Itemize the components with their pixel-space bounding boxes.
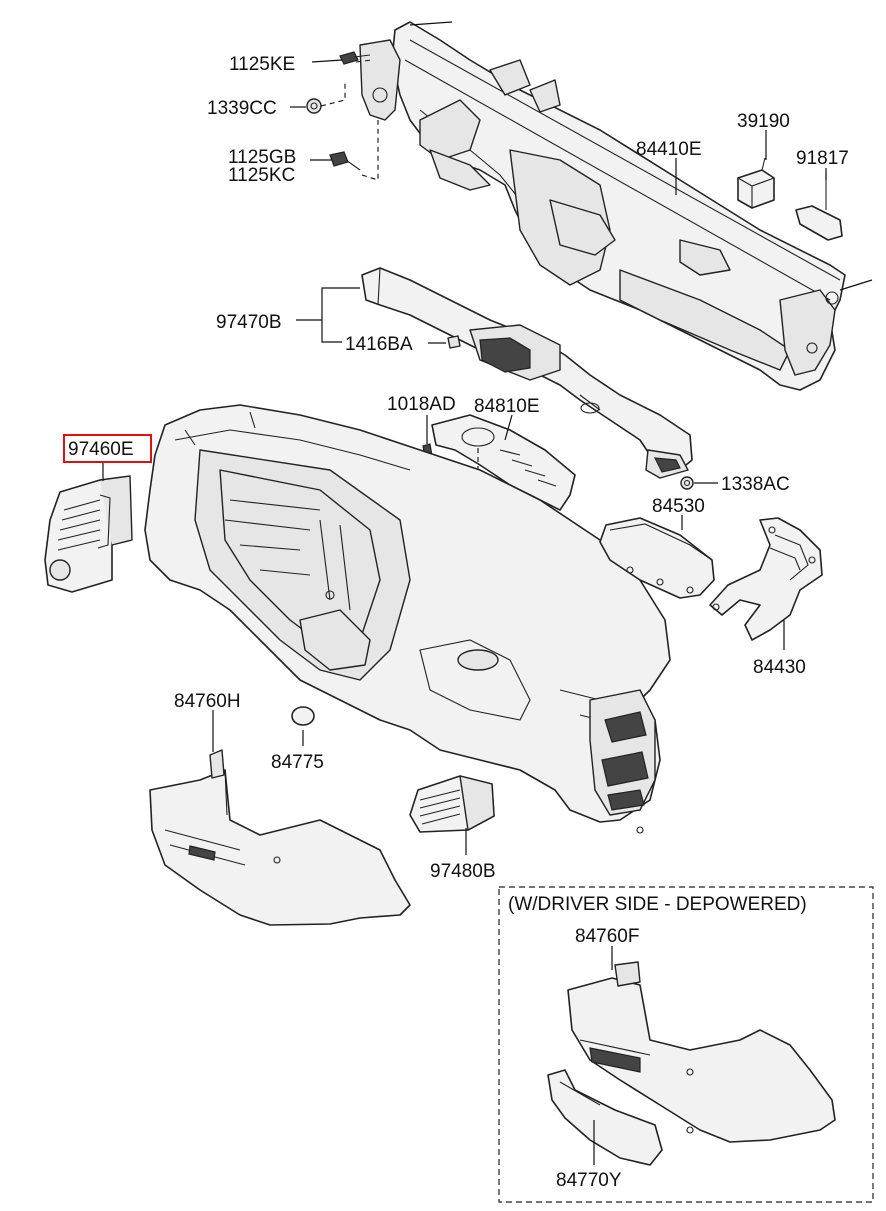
leader-84810E bbox=[504, 414, 513, 441]
label-1125KE[interactable]: 1125KE bbox=[229, 54, 295, 75]
label-1125GB[interactable]: 1125GB bbox=[228, 147, 296, 168]
label-97460E[interactable]: 97460E bbox=[68, 439, 134, 460]
inset-box bbox=[498, 886, 874, 1203]
highlight-box-97460E bbox=[63, 434, 152, 463]
bracket-91817[interactable] bbox=[795, 172, 843, 241]
label-84770Y[interactable]: 84770Y bbox=[556, 1170, 622, 1191]
clip-1416BA[interactable] bbox=[447, 335, 461, 349]
label-1018AD[interactable]: 1018AD bbox=[387, 394, 456, 415]
leader-97470B bbox=[296, 287, 360, 343]
cover-84770Y[interactable] bbox=[547, 1069, 663, 1166]
label-1416BA[interactable]: 1416BA bbox=[345, 334, 413, 355]
inset-title: (W/DRIVER SIDE - DEPOWERED) bbox=[508, 894, 807, 915]
label-1125KC[interactable]: 1125KC bbox=[228, 165, 295, 186]
leader-1125KE bbox=[311, 59, 343, 63]
label-84530[interactable]: 84530 bbox=[652, 496, 705, 517]
bolt-1125KE[interactable] bbox=[339, 51, 371, 65]
label-39190[interactable]: 39190 bbox=[737, 111, 790, 132]
label-97480B[interactable]: 97480B bbox=[430, 861, 496, 882]
bolt-1125GB[interactable] bbox=[329, 151, 361, 171]
label-84810E[interactable]: 84810E bbox=[474, 396, 540, 417]
label-84760F[interactable]: 84760F bbox=[575, 926, 639, 947]
label-1339CC[interactable]: 1339CC bbox=[207, 98, 277, 119]
center-vent-97480B[interactable] bbox=[409, 775, 495, 833]
label-91817[interactable]: 91817 bbox=[796, 148, 849, 169]
label-84410E[interactable]: 84410E bbox=[636, 139, 702, 160]
nut-1339CC[interactable] bbox=[306, 98, 322, 114]
bracket-84430[interactable] bbox=[709, 517, 823, 641]
side-vent-97460E[interactable] bbox=[44, 475, 133, 593]
crash-pad-main[interactable] bbox=[144, 404, 671, 834]
cap-84775[interactable] bbox=[291, 706, 315, 726]
bracket-84810E[interactable] bbox=[431, 414, 576, 511]
label-1338AC[interactable]: 1338AC bbox=[721, 474, 790, 495]
label-97470B[interactable]: 97470B bbox=[216, 312, 282, 333]
label-84430[interactable]: 84430 bbox=[753, 657, 806, 678]
label-84775[interactable]: 84775 bbox=[271, 752, 324, 773]
label-84760H[interactable]: 84760H bbox=[174, 691, 241, 712]
lower-panel-84760H[interactable] bbox=[149, 749, 411, 926]
duct-97470B[interactable] bbox=[361, 267, 693, 479]
airbag-84530[interactable] bbox=[599, 517, 715, 599]
cross-member-84410E[interactable] bbox=[359, 21, 873, 391]
nut-1338AC[interactable] bbox=[680, 476, 694, 490]
relay-39190[interactable] bbox=[737, 157, 775, 209]
lower-panel-84760F[interactable] bbox=[567, 961, 836, 1143]
